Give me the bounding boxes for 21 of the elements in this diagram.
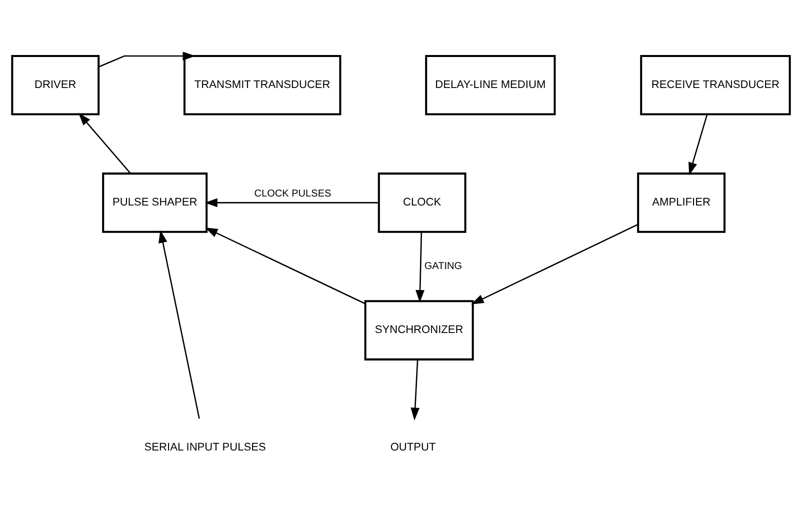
node-box: AMPLIFIER xyxy=(637,172,726,232)
arrow xyxy=(204,227,366,304)
edge-label: CLOCK PULSES xyxy=(254,188,332,200)
edge-label: GATING xyxy=(424,260,462,272)
node-box: SYNCHRONIZER xyxy=(364,300,474,360)
node-box: DELAY-LINE MEDIUM xyxy=(425,54,556,115)
node-text: OUTPUT xyxy=(390,441,436,454)
arrow xyxy=(78,112,131,174)
arrow xyxy=(410,359,420,420)
node-text: SERIAL INPUT PULSES xyxy=(144,441,266,454)
node-box: DRIVER xyxy=(11,54,100,115)
arrow xyxy=(158,230,200,418)
node-box: PULSE SHAPER xyxy=(102,172,208,232)
arrow xyxy=(416,231,424,302)
node-box: TRANSMIT TRANSDUCER xyxy=(183,54,342,115)
arrow xyxy=(204,198,379,207)
node-box: CLOCK xyxy=(378,172,466,232)
arrow xyxy=(471,223,638,304)
arrow xyxy=(98,52,196,67)
arrow xyxy=(688,114,708,175)
node-box: RECEIVE TRANSDUCER xyxy=(640,54,791,115)
